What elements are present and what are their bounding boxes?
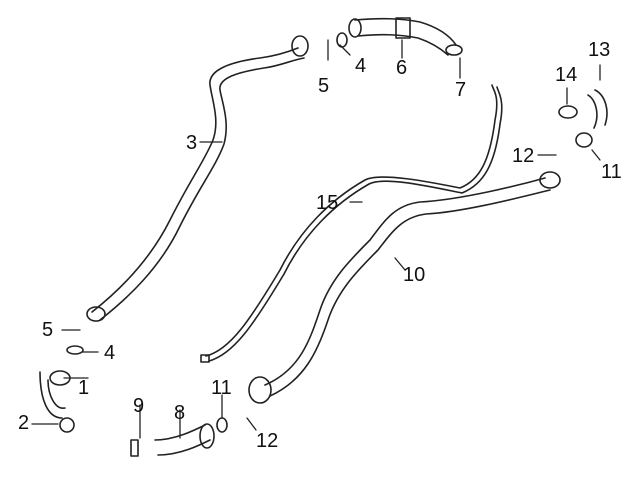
callout-4-left: 4 — [104, 342, 116, 364]
callout-6: 6 — [396, 57, 408, 79]
part-10-hose — [248, 171, 561, 404]
callout-1: 1 — [78, 377, 90, 399]
part-4-oring-left — [66, 345, 84, 355]
leader-lines — [31, 39, 601, 439]
part-15-pipe — [200, 84, 503, 363]
callout-3: 3 — [186, 132, 198, 154]
callout-2: 2 — [18, 412, 30, 434]
part-11-oring-right — [575, 132, 593, 148]
callout-9: 9 — [133, 395, 145, 417]
callout-12-right: 12 — [512, 145, 535, 167]
callout-13: 13 — [588, 39, 611, 61]
part-13-elbow — [587, 89, 608, 129]
callout-15: 15 — [316, 192, 339, 214]
callout-8: 8 — [174, 402, 186, 424]
callout-7: 7 — [455, 79, 467, 101]
part-9-clip — [130, 439, 139, 457]
part-11-oring-lower — [216, 417, 228, 433]
part-14-cap — [558, 105, 578, 119]
part-3-hose — [86, 35, 309, 322]
callout-5-left: 5 — [42, 319, 54, 341]
callout-11-lower: 11 — [211, 377, 232, 399]
callout-4-top: 4 — [355, 55, 367, 77]
callout-10: 10 — [403, 264, 426, 286]
part-2-clamp — [59, 417, 75, 433]
callout-14: 14 — [555, 64, 578, 86]
callout-11-right: 11 — [601, 161, 622, 183]
callout-5-top: 5 — [318, 75, 330, 97]
part-1-elbow — [39, 371, 66, 419]
part-8-flange — [199, 423, 215, 449]
part-4-oring-top — [336, 32, 348, 48]
callout-12-lower: 12 — [256, 430, 279, 452]
part-6-hose — [348, 17, 463, 56]
